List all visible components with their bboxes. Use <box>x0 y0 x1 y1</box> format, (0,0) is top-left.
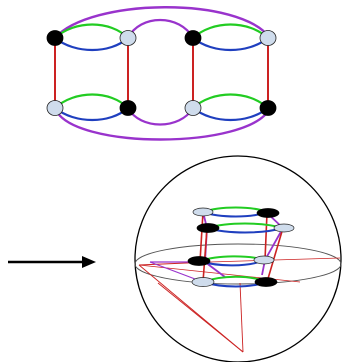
sphere-rungs <box>199 211 284 283</box>
lens-green-top-left <box>54 23 129 39</box>
outer-arc-bottom <box>53 107 272 141</box>
vertex-black <box>259 100 277 116</box>
vertex-black <box>119 100 137 116</box>
lens-blue-bottom-right <box>192 107 269 122</box>
vertex-light <box>191 277 215 287</box>
vertex-black <box>254 277 278 287</box>
planar-graph <box>46 6 277 141</box>
inner-arc-upper <box>127 18 194 39</box>
vertex-black <box>256 208 280 218</box>
vertex-light <box>192 207 214 217</box>
lens-green-bottom-left <box>54 93 129 109</box>
vertex-light <box>46 100 64 116</box>
equator-ellipse <box>134 243 342 285</box>
vertex-black <box>196 223 220 233</box>
vertex-light <box>184 100 202 116</box>
lens-blue-top-right <box>192 37 269 52</box>
arrow-icon <box>8 256 96 268</box>
vertex-light <box>119 30 137 46</box>
lens-green-bottom-right <box>192 93 269 109</box>
projection-lines <box>138 257 341 353</box>
vertex-light <box>273 223 295 233</box>
sphere-vertices <box>187 207 295 287</box>
lens-blue-bottom-left <box>54 107 129 122</box>
vertex-black <box>187 256 211 266</box>
sphere-embedding <box>134 155 342 362</box>
lens-blue-top-left <box>54 37 129 52</box>
purple-links <box>149 211 284 283</box>
vertex-black <box>46 30 64 46</box>
inner-arc-lower <box>127 107 194 126</box>
outer-arc-top <box>54 6 271 39</box>
sphere-outline <box>134 155 342 362</box>
vertex-light <box>253 255 275 265</box>
vertex-black <box>184 30 202 46</box>
vertex-light <box>259 30 277 46</box>
